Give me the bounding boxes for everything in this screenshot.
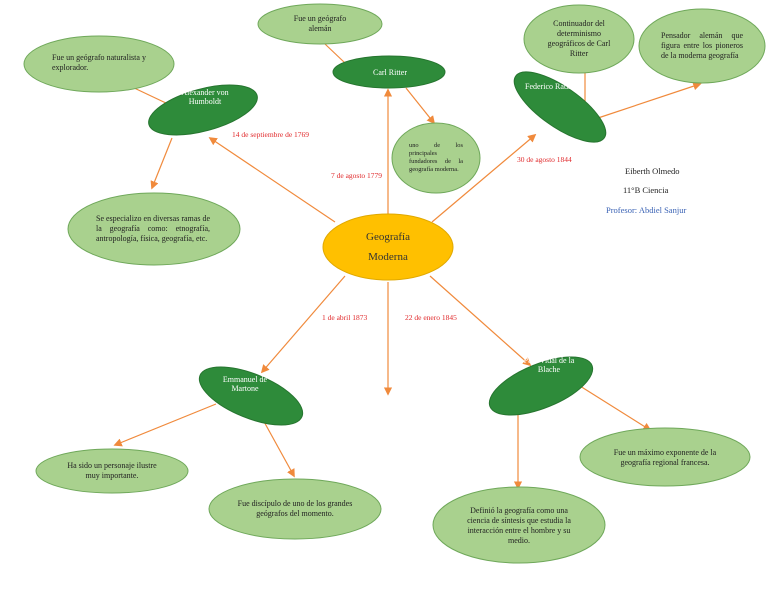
vidal-desc2-text: Definió la geografía como una ciencia de… xyxy=(467,506,571,545)
ritter-node xyxy=(332,55,446,89)
date-ratzel: 30 de agosto 1844 xyxy=(517,155,572,164)
ratzel-desc2-text: Pensador alemán que figura entre los pio… xyxy=(661,31,743,60)
martonne-desc1-text: Ha sido un personaje ilustre muy importa… xyxy=(67,461,157,480)
humboldt-desc2-text: Se especializo en diversas ramas de la g… xyxy=(96,214,210,243)
vidal-desc1-bubble xyxy=(579,427,751,487)
center-title-line2: Moderna xyxy=(368,251,408,263)
connector-lines xyxy=(94,43,702,490)
arrow-humboldt-to-desc2 xyxy=(150,137,173,190)
center-node xyxy=(322,213,454,281)
ratzel-desc1-bubble xyxy=(523,4,635,74)
humboldt-desc2-bubble xyxy=(67,192,241,266)
date-vidal: 22 de enero 1845 xyxy=(405,313,457,322)
arrow-center-to-martonne xyxy=(260,275,346,374)
vidal-desc2-bubble xyxy=(432,486,606,564)
arrow-ratzel-to-desc2 xyxy=(597,82,702,119)
center-label: Geografía Moderna xyxy=(333,225,443,269)
arrow-martonne-to-desc1 xyxy=(113,403,217,447)
author-grade: 11°B Ciencia xyxy=(623,185,669,195)
arrow-vidal-to-desc1 xyxy=(579,385,652,431)
author-name: Eiberth Olmedo xyxy=(625,166,680,176)
arrow-center-to-vidal xyxy=(429,275,532,367)
humboldt-name: Alexander von Humboldt xyxy=(181,88,229,106)
ratzel-node xyxy=(513,71,607,143)
person-nodes xyxy=(148,55,607,426)
martonne-desc2-text: Fue discípulo de uno de los grandes geóg… xyxy=(237,499,353,518)
humboldt-desc1-text: Fue un geógrafo naturalista y explorador… xyxy=(52,53,146,72)
center-title-line1: Geografía xyxy=(366,231,410,243)
description-bubbles xyxy=(23,3,766,564)
ritter-desc1-text: Fue un geógrafo alemán xyxy=(293,14,347,33)
ratzel-desc1-text: Continuador del determinismo geográficos… xyxy=(547,19,611,58)
vidal-node xyxy=(488,356,594,416)
martonne-desc1-bubble xyxy=(35,448,189,494)
vidal-desc1-text: Fue un máximo exponente de la geografía … xyxy=(613,448,717,467)
ritter-desc2-text: uno de los principales fundadores de la … xyxy=(409,142,463,173)
ritter-desc2-bubble xyxy=(391,122,481,194)
teacher-name: Profesor: Abdiel Sanjur xyxy=(606,205,687,215)
arrow-martonne-to-desc2 xyxy=(261,417,295,478)
date-humboldt: 14 de septiembre de 1769 xyxy=(232,130,310,139)
vidal-name: Paul Vidal de la Blache xyxy=(523,356,575,374)
date-martonne: 1 de abril 1873 xyxy=(322,313,368,322)
humboldt-node xyxy=(148,84,258,136)
ratzel-name: Federico Ratzel xyxy=(525,81,576,91)
arrow-center-to-ratzel xyxy=(431,133,537,223)
arrow-ritter-to-desc1 xyxy=(324,43,346,64)
ritter-name: Carl Ritter xyxy=(373,67,407,77)
ratzel-desc2-bubble xyxy=(638,8,766,84)
arrow-ritter-to-desc2 xyxy=(405,87,436,125)
date-ritter: 7 de agosto 1779 xyxy=(331,171,383,180)
martonne-name: Emmanuel de Martone xyxy=(222,375,268,393)
ritter-desc1-bubble xyxy=(257,3,383,45)
arrow-center-to-humboldt xyxy=(208,137,336,223)
martonne-node xyxy=(198,366,304,426)
humboldt-desc1-bubble xyxy=(23,35,175,93)
martonne-desc2-bubble xyxy=(208,478,382,540)
